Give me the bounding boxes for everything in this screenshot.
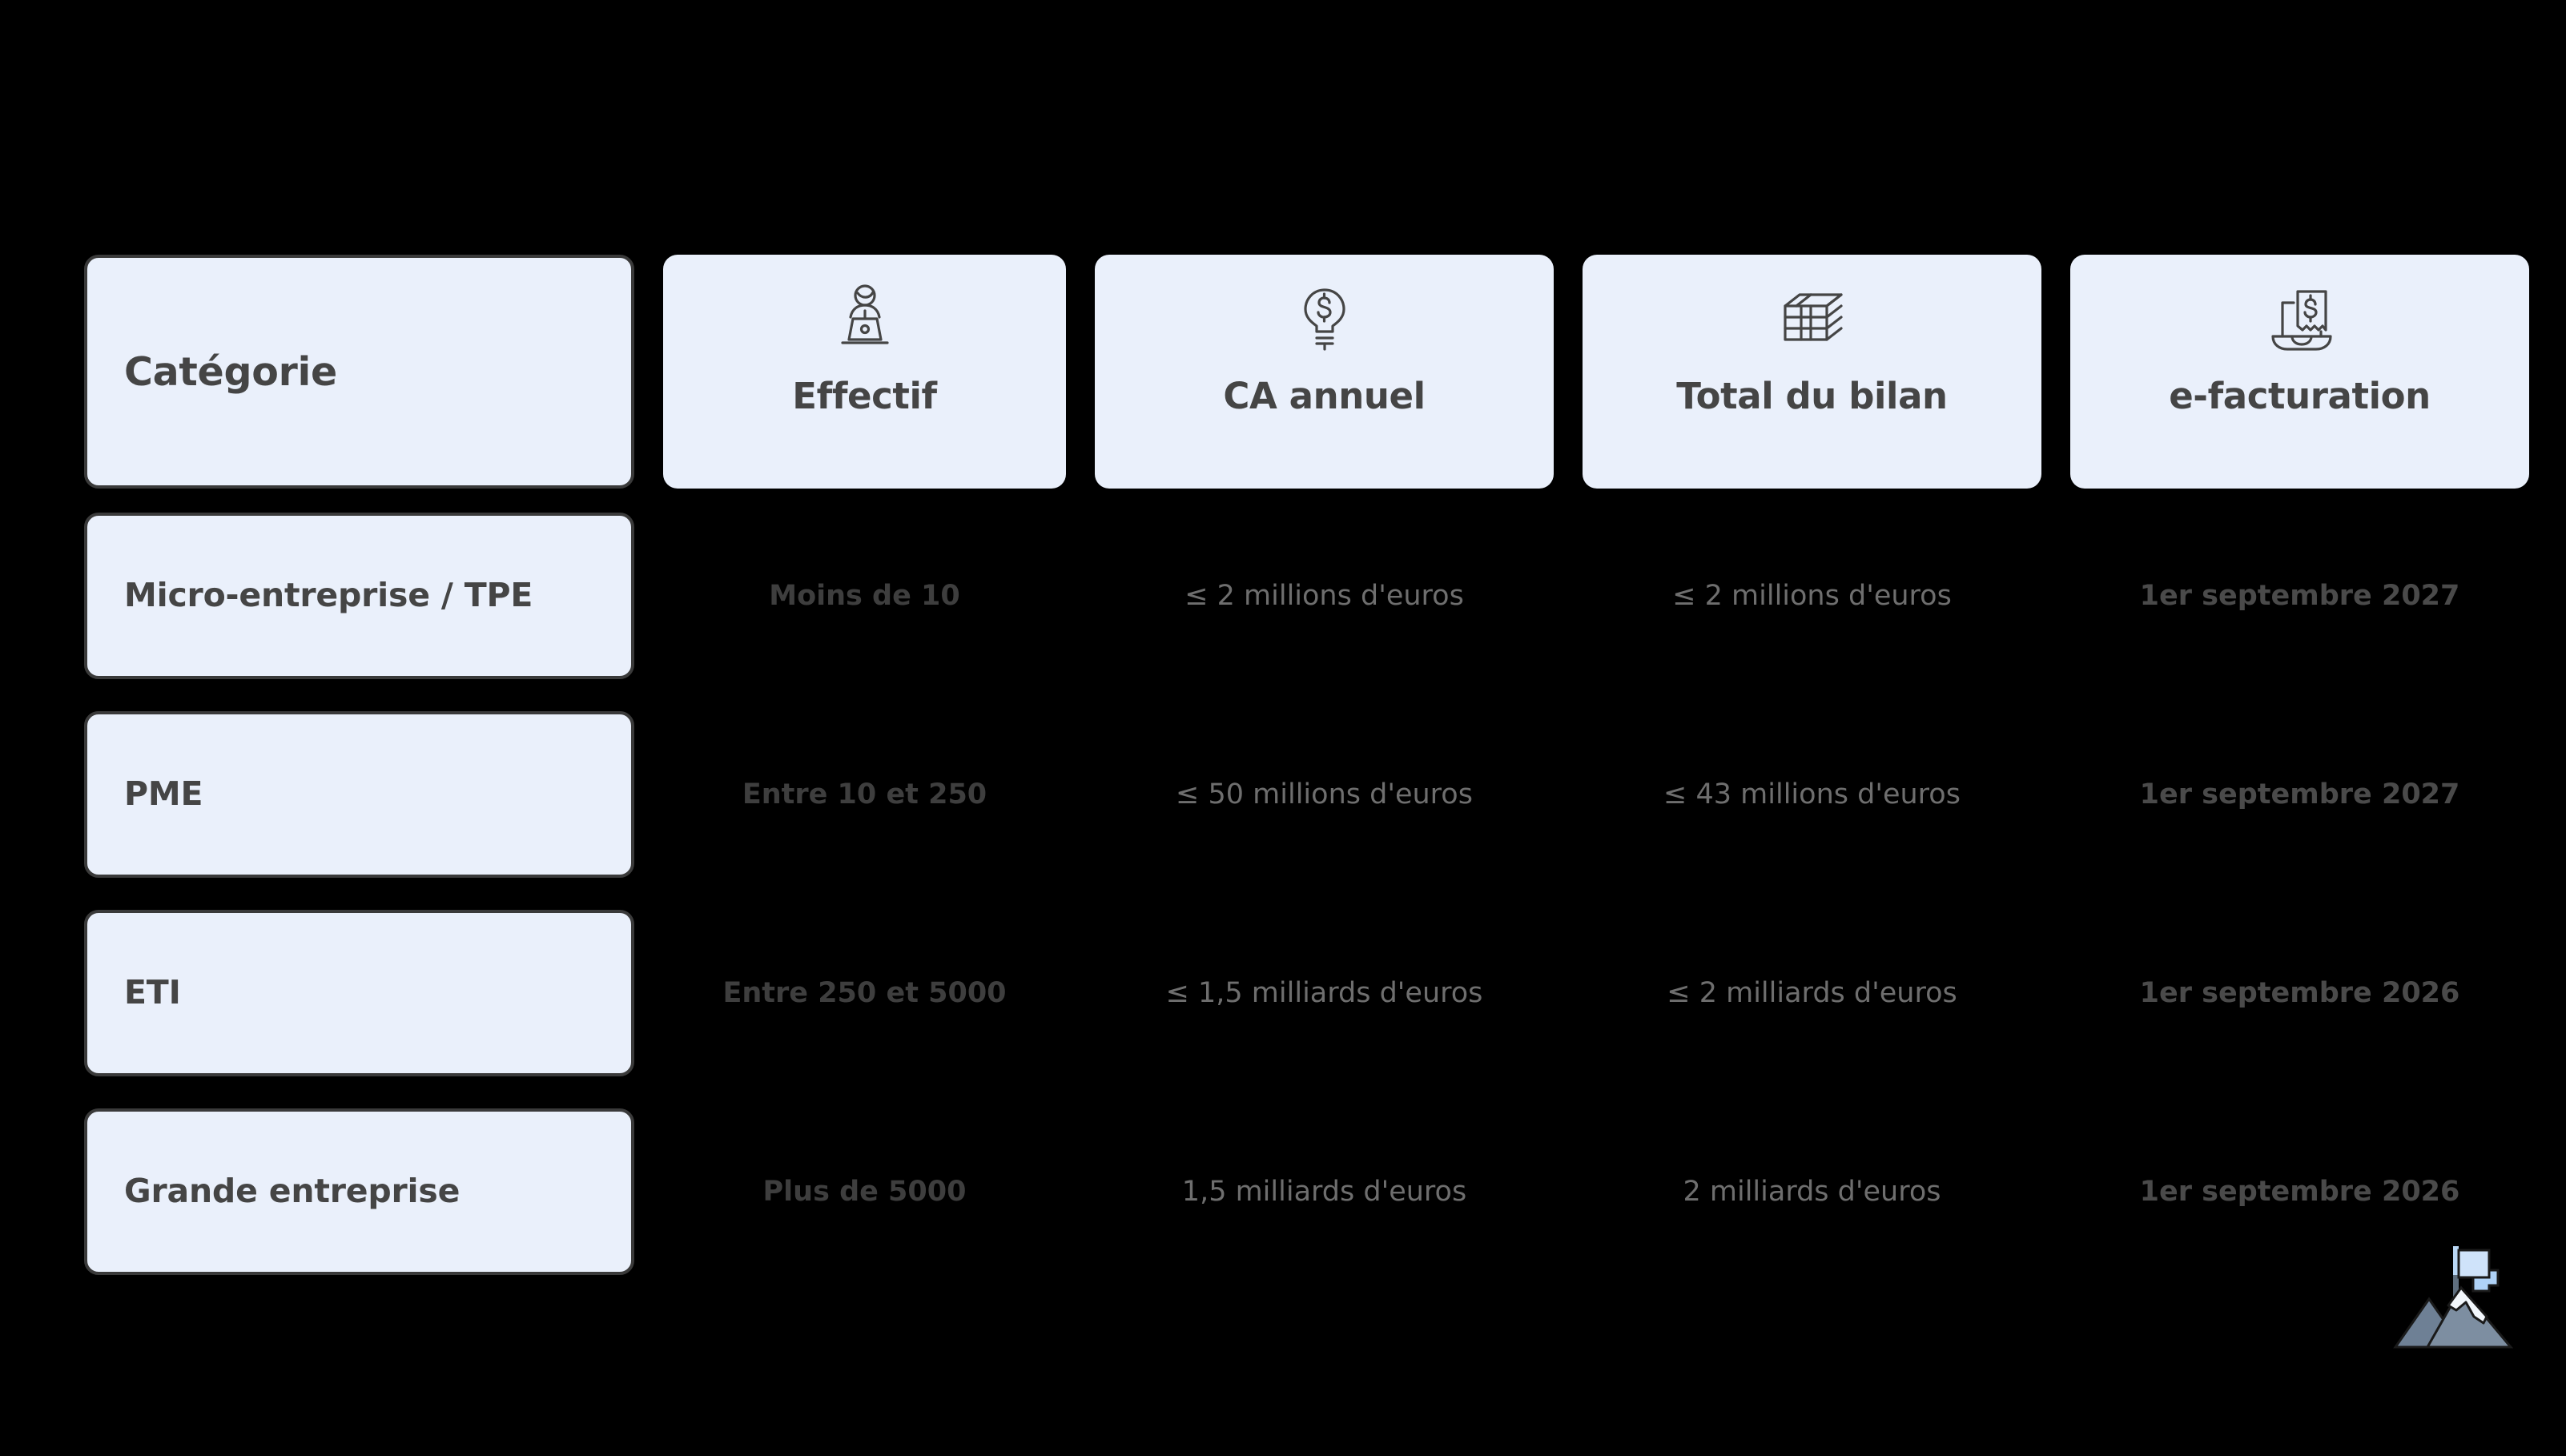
category-comparison-table: Catégorie Effectif xyxy=(84,255,2529,1275)
cell-value: Moins de 10 xyxy=(769,580,960,612)
column-gap xyxy=(2041,910,2070,1076)
column-gap xyxy=(1554,255,1583,489)
row-category-card: Grande entreprise xyxy=(84,1108,634,1275)
column-gap xyxy=(2041,1108,2070,1275)
row-category-label: PME xyxy=(124,774,203,814)
cell-effectif: Plus de 5000 xyxy=(663,1108,1066,1275)
column-gap xyxy=(1554,711,1583,878)
cell-ca-annuel: ≤ 2 millions d'euros xyxy=(1095,513,1554,679)
cell-effectif: Entre 250 et 5000 xyxy=(663,910,1066,1076)
cell-e-facturation: 1er septembre 2027 xyxy=(2070,711,2529,878)
cell-value: 1er septembre 2027 xyxy=(2139,580,2460,612)
table-row: PME Entre 10 et 250 ≤ 50 millions d'euro… xyxy=(84,711,2487,878)
cell-value: ≤ 2 milliards d'euros xyxy=(1667,977,1957,1009)
cell-e-facturation: 1er septembre 2026 xyxy=(2070,1108,2529,1275)
column-gap xyxy=(1066,711,1095,878)
column-gap xyxy=(634,910,663,1076)
cell-value: 1er septembre 2026 xyxy=(2139,977,2460,1009)
cell-ca-annuel: ≤ 50 millions d'euros xyxy=(1095,711,1554,878)
cell-total-bilan: 2 milliards d'euros xyxy=(1583,1108,2041,1275)
cell-value: ≤ 2 millions d'euros xyxy=(1184,580,1464,612)
row-category-card: PME xyxy=(84,711,634,878)
person-at-laptop-icon xyxy=(827,282,903,359)
header-cell-total-bilan: Total du bilan xyxy=(1583,255,2041,489)
header-label-ca-annuel: CA annuel xyxy=(1223,375,1426,417)
cell-e-facturation: 1er septembre 2026 xyxy=(2070,910,2529,1076)
cell-value: ≤ 2 millions d'euros xyxy=(1672,580,1952,612)
cell-value: Entre 10 et 250 xyxy=(742,778,987,810)
column-gap xyxy=(2041,711,2070,878)
header-cell-category: Catégorie xyxy=(84,255,634,489)
header-cell-e-facturation: e-facturation xyxy=(2070,255,2529,489)
cell-value: 1er septembre 2027 xyxy=(2139,778,2460,810)
table-row: Grande entreprise Plus de 5000 1,5 milli… xyxy=(84,1108,2487,1275)
cell-effectif: Moins de 10 xyxy=(663,513,1066,679)
table-header-row: Catégorie Effectif xyxy=(84,255,2529,489)
row-category-label: Micro-entreprise / TPE xyxy=(124,576,533,615)
column-gap xyxy=(634,1108,663,1275)
column-gap xyxy=(1066,255,1095,489)
cell-value: Entre 250 et 5000 xyxy=(722,977,1007,1009)
column-gap xyxy=(2041,255,2070,489)
column-gap xyxy=(1066,513,1095,679)
column-gap xyxy=(634,711,663,878)
cell-total-bilan: ≤ 2 millions d'euros xyxy=(1583,513,2041,679)
cell-value: Plus de 5000 xyxy=(762,1176,967,1208)
header-cell-effectif: Effectif xyxy=(663,255,1066,489)
table-row: Micro-entreprise / TPE Moins de 10 ≤ 2 m… xyxy=(84,513,2487,679)
column-gap xyxy=(2041,513,2070,679)
stacked-banknotes-icon xyxy=(1774,282,1851,359)
cell-e-facturation: 1er septembre 2027 xyxy=(2070,513,2529,679)
row-category-card: Micro-entreprise / TPE xyxy=(84,513,634,679)
cell-value: 1,5 milliards d'euros xyxy=(1181,1176,1467,1208)
lightbulb-dollar-icon xyxy=(1286,282,1363,359)
header-label-effectif: Effectif xyxy=(792,375,937,417)
header-cell-ca-annuel: CA annuel xyxy=(1095,255,1554,489)
invoice-laptop-icon xyxy=(2262,282,2339,359)
cell-value: 2 milliards d'euros xyxy=(1683,1176,1941,1208)
row-category-card: ETI xyxy=(84,910,634,1076)
column-gap xyxy=(1066,910,1095,1076)
cell-ca-annuel: ≤ 1,5 milliards d'euros xyxy=(1095,910,1554,1076)
header-label-total-bilan: Total du bilan xyxy=(1676,375,1948,417)
column-gap xyxy=(1554,513,1583,679)
cell-total-bilan: ≤ 43 millions d'euros xyxy=(1583,711,2041,878)
header-category-label: Catégorie xyxy=(124,348,337,395)
cell-total-bilan: ≤ 2 milliards d'euros xyxy=(1583,910,2041,1076)
cell-value: ≤ 43 millions d'euros xyxy=(1663,778,1961,810)
row-category-label: Grande entreprise xyxy=(124,1172,461,1211)
column-gap xyxy=(634,255,663,489)
cell-value: ≤ 50 millions d'euros xyxy=(1176,778,1473,810)
column-gap xyxy=(1554,910,1583,1076)
table-row: ETI Entre 250 et 5000 ≤ 1,5 milliards d'… xyxy=(84,910,2487,1076)
row-category-label: ETI xyxy=(124,973,181,1012)
cell-value: 1er septembre 2026 xyxy=(2139,1176,2460,1208)
cell-value: ≤ 1,5 milliards d'euros xyxy=(1165,977,1483,1009)
header-label-e-facturation: e-facturation xyxy=(2169,375,2431,417)
column-gap xyxy=(1554,1108,1583,1275)
column-gap xyxy=(1066,1108,1095,1275)
column-gap xyxy=(634,513,663,679)
cell-ca-annuel: 1,5 milliards d'euros xyxy=(1095,1108,1554,1275)
cell-effectif: Entre 10 et 250 xyxy=(663,711,1066,878)
mountain-flag-logo xyxy=(2391,1240,2527,1360)
